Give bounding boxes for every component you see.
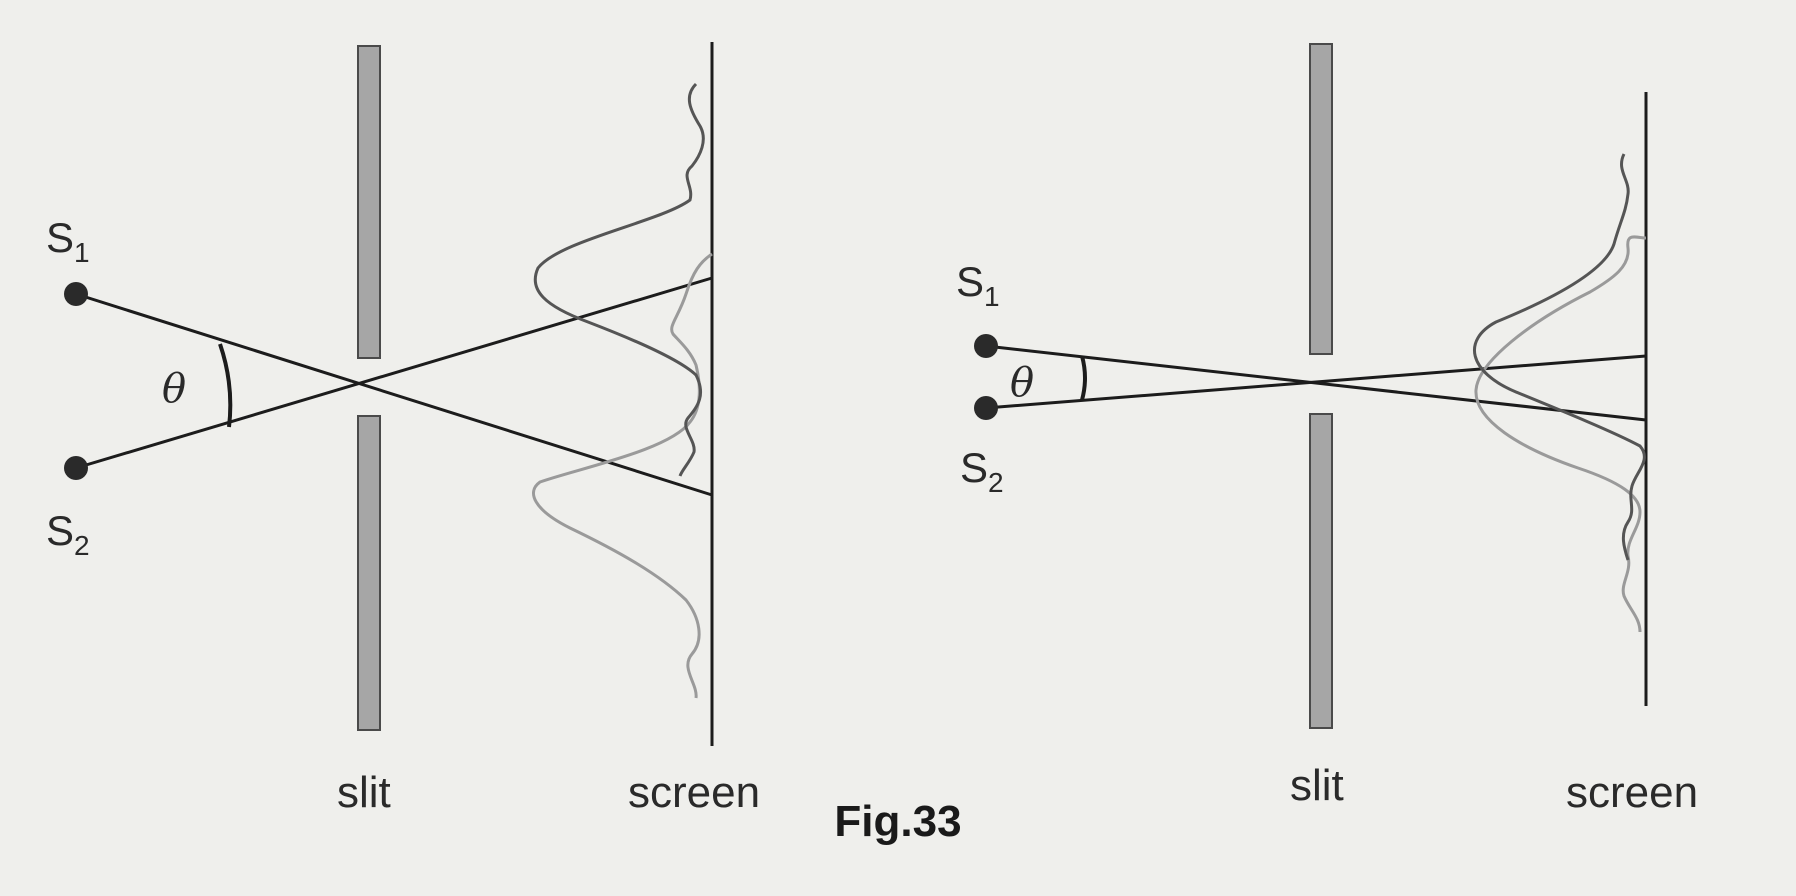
angle-theta-label: θ (1010, 360, 1034, 406)
slit-label: slit (1290, 761, 1344, 810)
slit-label: slit (337, 768, 391, 817)
angle-theta-label: θ (162, 366, 186, 412)
pattern-light-s2 (532, 252, 713, 699)
angle-arc (218, 343, 233, 428)
source-s2-label: S2 (46, 507, 90, 561)
pattern-dark-s1 (533, 82, 705, 477)
panel-left: S1 S2 θ slit screen (46, 42, 760, 817)
slit-barrier-bottom (357, 415, 381, 731)
panel-right: S1 S2 θ slit screen (956, 43, 1698, 817)
source-s2-label: S2 (960, 444, 1004, 498)
screen-label: screen (1566, 768, 1698, 817)
slit-barrier-top (1309, 43, 1333, 355)
angle-arc (1080, 355, 1087, 401)
ray-from-s2 (985, 354, 1647, 410)
screen-label: screen (628, 768, 760, 817)
source-s2-dot (974, 396, 998, 420)
ray-from-s2 (75, 276, 713, 470)
pattern-dark-s1 (1472, 153, 1646, 561)
slit-barrier-bottom (1309, 413, 1333, 729)
figure-caption: Fig.33 (834, 797, 961, 846)
source-s2-dot (64, 456, 88, 480)
slit-barrier-top (357, 45, 381, 359)
source-s1-label: S1 (46, 214, 90, 268)
source-s1-dot (974, 334, 998, 358)
pattern-light-s2 (1474, 235, 1647, 633)
source-s1-dot (64, 282, 88, 306)
source-s1-label: S1 (956, 258, 1000, 312)
